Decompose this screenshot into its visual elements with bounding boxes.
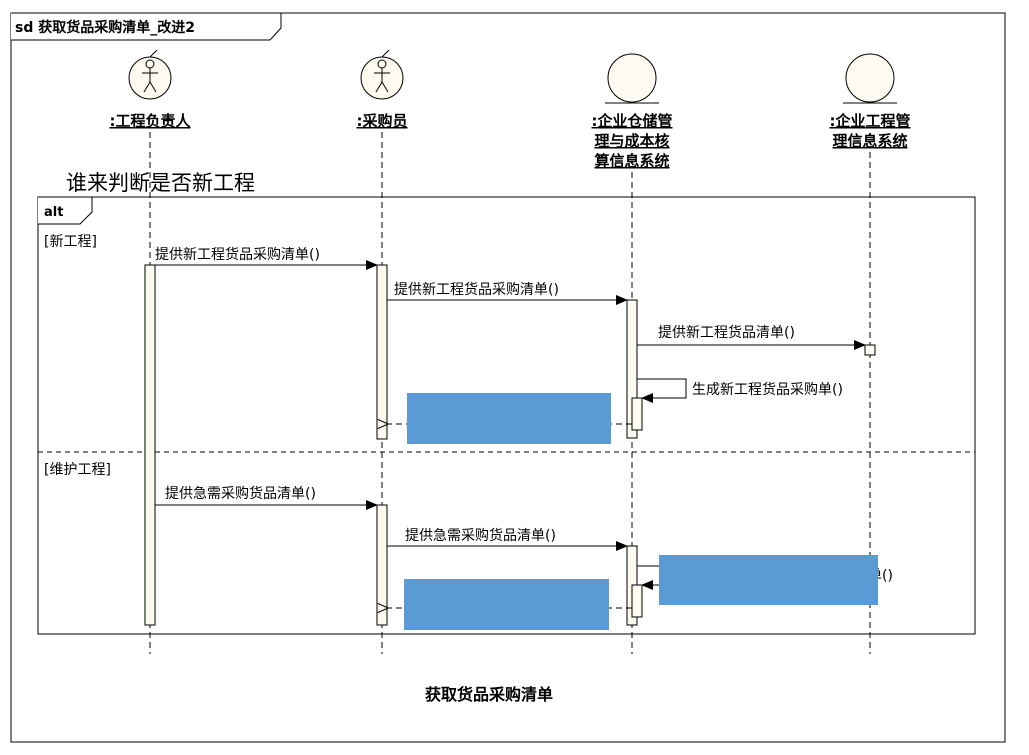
activation-2b xyxy=(376,504,388,626)
annotation-note: 谁来判断是否新工程 xyxy=(66,171,255,195)
activations xyxy=(144,264,876,626)
lifeline-label-4-line2: 理信息系统 xyxy=(832,132,907,150)
lifeline-label-3-line1: :企业仓储管 xyxy=(592,112,673,130)
message-label-6: 提供急需采购货品清单() xyxy=(405,527,556,544)
alt-guard-new: [新工程] xyxy=(44,234,97,250)
actor-icon-1 xyxy=(128,49,172,100)
message-label-1: 提供新工程货品采购清单() xyxy=(155,246,320,263)
frame-title: sd 获取货品采购清单_改进2 xyxy=(15,19,195,36)
alt-guard-maintenance: [维护工程] xyxy=(44,462,111,478)
lifeline-label-2: :采购员 xyxy=(357,112,408,130)
entity-icon-3 xyxy=(605,53,659,104)
message-label-3: 提供新工程货品清单() xyxy=(658,324,795,341)
alt-fragment-tab xyxy=(38,196,93,225)
entity-icon-4 xyxy=(843,53,897,104)
message-arrow-4-self xyxy=(637,378,687,403)
activation-3a xyxy=(626,299,638,439)
redaction-box-1 xyxy=(407,393,611,444)
lifeline-label-4-line1: :企业工程管 xyxy=(830,112,911,130)
redaction-box-2 xyxy=(659,555,878,605)
activation-4a xyxy=(864,344,876,356)
lifeline-label-1: :工程负责人 xyxy=(110,112,192,130)
lifeline-label-3-line2: 理与成本核 xyxy=(594,132,669,150)
alt-label: alt xyxy=(44,205,63,220)
sd-frame xyxy=(10,12,1006,743)
sd-frame-tab xyxy=(11,12,282,41)
alt-fragment xyxy=(37,196,976,635)
message-label-5: 提供急需采购货品清单() xyxy=(165,485,316,502)
diagram-caption: 获取货品采购清单 xyxy=(425,685,553,704)
lifeline-label-3-line3: 算信息系统 xyxy=(594,152,669,170)
redaction-box-3 xyxy=(404,579,609,630)
actor-icon-2 xyxy=(360,49,404,100)
message-label-4: 生成新工程货品采购单() xyxy=(692,381,843,398)
activation-1 xyxy=(144,264,156,626)
activation-2a xyxy=(376,264,388,440)
message-label-2: 提供新工程货品采购清单() xyxy=(394,281,559,298)
activation-3b-self xyxy=(631,584,643,618)
activation-3a-self xyxy=(631,397,643,431)
